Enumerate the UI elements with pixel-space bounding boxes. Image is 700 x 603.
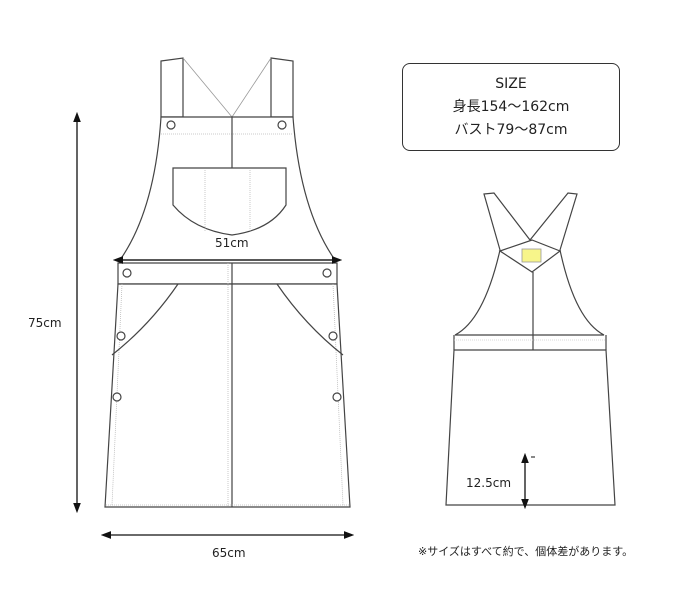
footnote: ※サイズはすべて約で、個体差があります。 [418, 545, 634, 558]
hem-width-label: 65cm [212, 546, 246, 560]
label-patch [521, 248, 542, 263]
height-range: 身長154〜162cm [452, 99, 570, 115]
slit-length-label: 12.5cm [466, 476, 512, 490]
size-info-box: SIZE 身長154〜162cm バスト79〜87cm [402, 63, 620, 151]
length-label: 75cm [28, 316, 62, 330]
back-jumper-skirt [445, 192, 616, 506]
width-label: 51cm [215, 236, 249, 250]
bust-range: バスト79〜87cm [454, 122, 568, 138]
size-title: SIZE [495, 76, 527, 92]
front-jumper-skirt [104, 57, 351, 508]
